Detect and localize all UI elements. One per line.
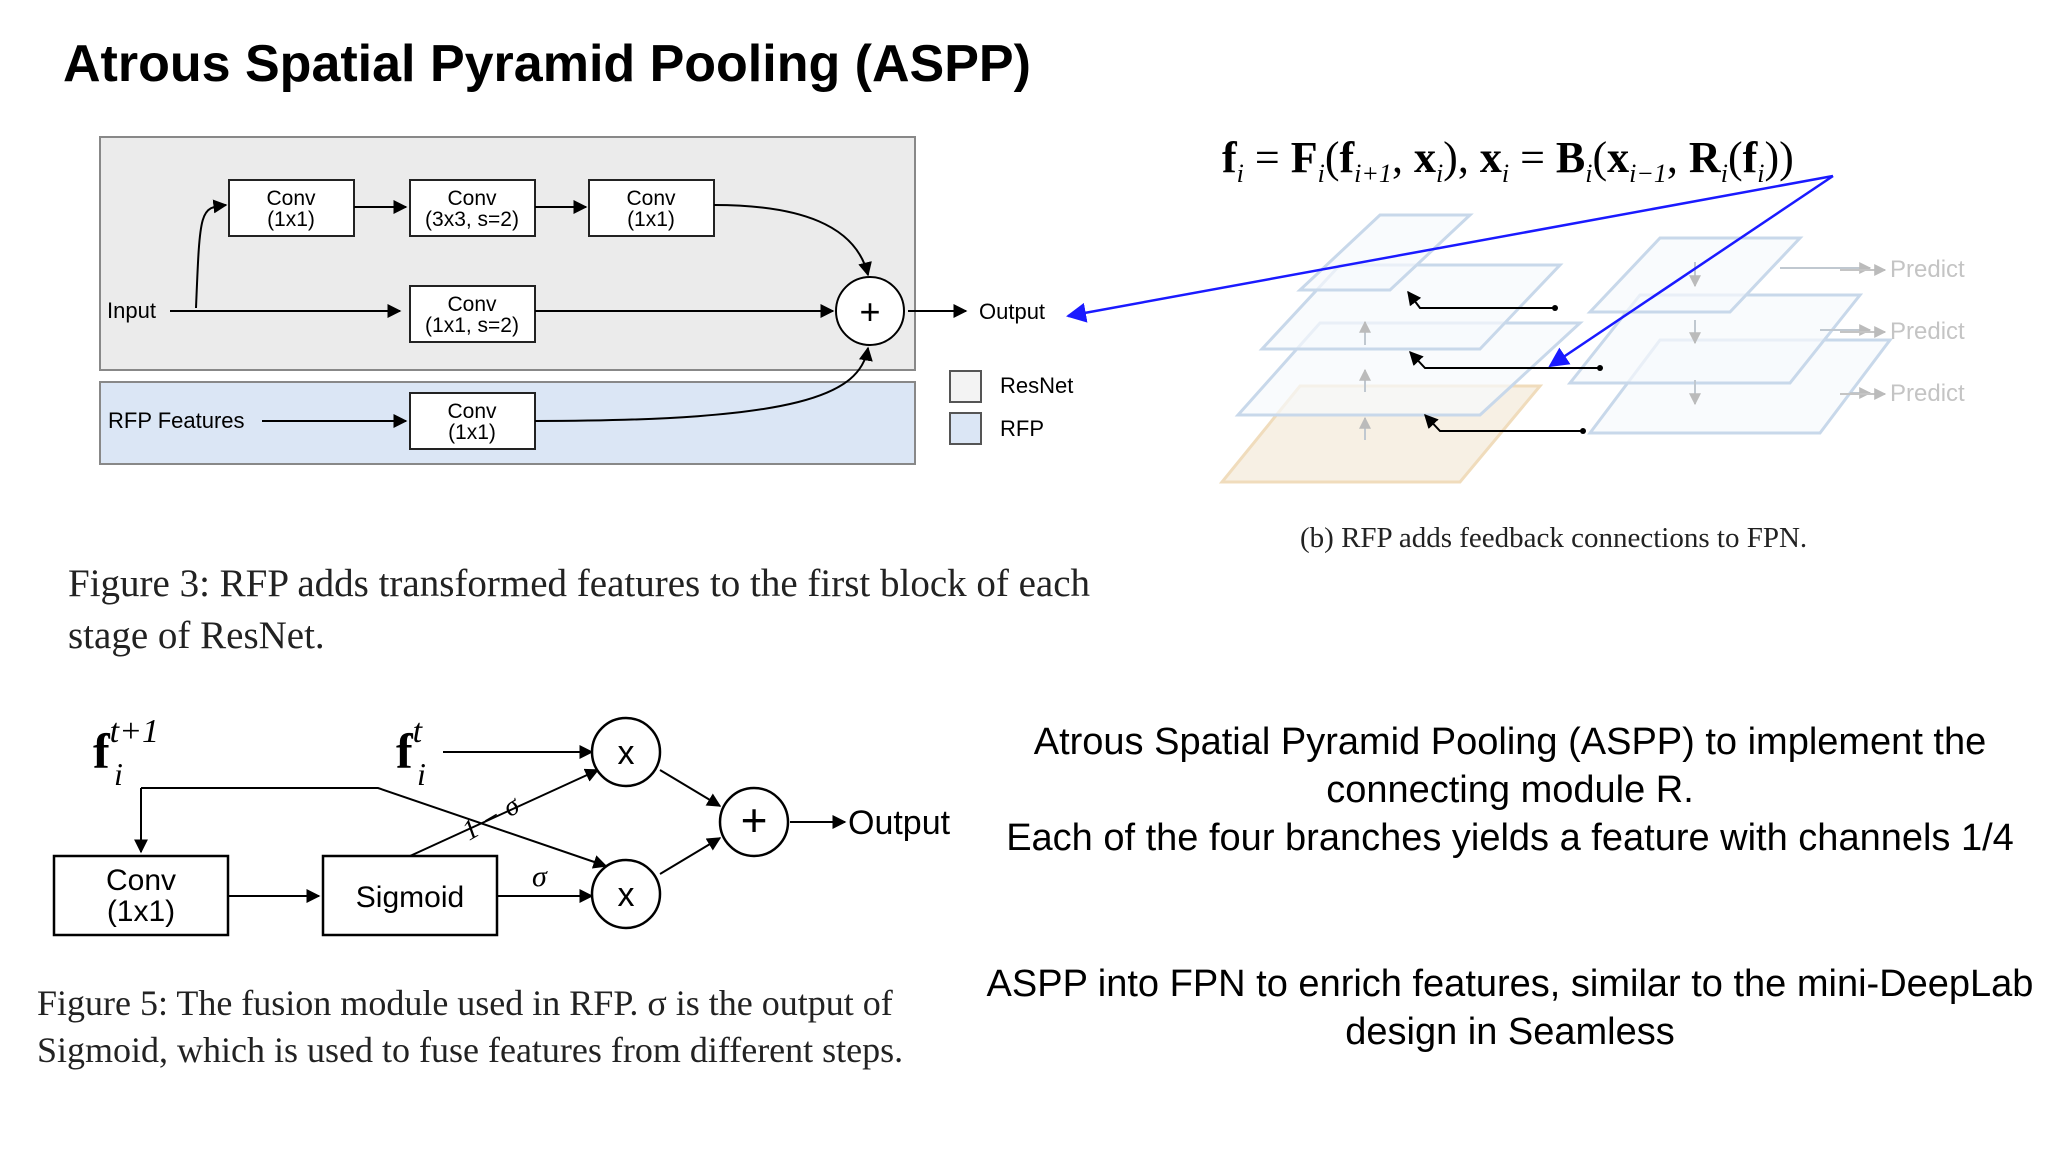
fusion-conv-block [52, 854, 230, 937]
sum-symbol: + [859, 291, 880, 332]
conv-block-label: Conv [447, 187, 497, 210]
legend-swatch-resnet [949, 370, 982, 403]
f-t-plus-1-sub: i [114, 756, 123, 792]
one-minus-sigma-label: 1 − σ [457, 789, 526, 847]
rfp-features-label: RFP Features [108, 408, 245, 433]
multiply-node [590, 716, 662, 788]
sigmoid-label: Sigmoid [356, 881, 464, 914]
notes-block-1: Atrous Spatial Pyramid Pooling (ASPP) to… [980, 718, 2040, 862]
equation: fi = Fi(fi+1, xi), xi = Bi(xi−1, Ri(fi)) [1222, 133, 1794, 188]
conv-block-params: (1x1) [627, 208, 675, 231]
note-line: Each of the four branches yields a featu… [1006, 817, 2014, 859]
conv-block-label: Conv [266, 187, 316, 210]
fig5-diagram: ft+1 i ft i Conv (1x1) Sigmoid x x + Out… [52, 713, 951, 937]
slide-title: Atrous Spatial Pyramid Pooling (ASPP) [63, 35, 1031, 93]
figure-b-caption: (b) RFP adds feedback connections to FPN… [1300, 522, 1808, 554]
f-t-sub: i [417, 756, 426, 792]
sigma-label: σ [532, 860, 548, 893]
conv-block: Conv (3x3, s=2) [409, 179, 536, 237]
conv-block-params: (1x1) [267, 208, 315, 231]
predict-label: Predict [1890, 256, 1965, 283]
legend-rfp: RFP [1000, 416, 1044, 441]
fpn-diagram: fi = Fi(fi+1, xi), xi = Bi(xi−1, Ri(fi)) [1218, 133, 1965, 484]
conv-block-params: (1x1) [448, 421, 496, 444]
conv-block-params: (3x3, s=2) [425, 208, 519, 231]
conv-block-params: (1x1, s=2) [425, 314, 519, 337]
note-line: Atrous Spatial Pyramid Pooling (ASPP) to… [1033, 721, 1987, 811]
input-label: Input [107, 298, 156, 323]
legend-resnet: ResNet [1000, 373, 1073, 398]
conv-block: Conv (1x1) [409, 392, 536, 450]
output-label: Output [979, 299, 1045, 324]
sum-node [835, 276, 905, 346]
fig3-arrows [170, 199, 968, 428]
figure-3-caption: Figure 3: RFP adds transformed features … [68, 562, 1091, 657]
fusion-conv-label: Conv [106, 864, 176, 897]
annotation-arrows [1066, 174, 1834, 368]
multiply-symbol: x [618, 876, 635, 914]
fusion-arrows [134, 745, 847, 903]
notes-block-2: ASPP into FPN to enrich features, simila… [980, 960, 2040, 1056]
multiply-symbol: x [618, 734, 635, 772]
feedback-arrows [1407, 290, 1600, 432]
conv-block-label: Conv [626, 187, 676, 210]
fusion-output-label: Output [848, 804, 951, 842]
multiply-node [590, 858, 662, 930]
conv-block: Conv (1x1) [228, 179, 355, 237]
legend-swatch-rfp [949, 412, 982, 445]
fig3-diagram: Conv (1x1) Conv (3x3, s=2) Conv (1x1) Co… [99, 136, 1073, 465]
conv-block-label: Conv [447, 293, 497, 316]
feedback-dots [1552, 305, 1603, 434]
bottom-up-pyramid [1234, 213, 1584, 417]
sum-node [718, 786, 790, 858]
predict-label: Predict [1890, 318, 1965, 345]
fusion-conv-params: (1x1) [107, 895, 175, 928]
conv-block: Conv (1x1) [588, 179, 715, 237]
f-t: ft [396, 713, 424, 779]
predict-label: Predict [1890, 380, 1965, 407]
sum-symbol: + [741, 794, 768, 846]
figure-5-caption: Figure 5: The fusion module used in RFP.… [37, 983, 904, 1070]
f-t-plus-1: ft+1 [93, 713, 159, 779]
conv-block: Conv (1x1, s=2) [409, 285, 536, 343]
note-line: ASPP into FPN to enrich features, simila… [986, 963, 2034, 1053]
predict-arrows [1840, 264, 1887, 400]
conv-block-label: Conv [447, 400, 497, 423]
